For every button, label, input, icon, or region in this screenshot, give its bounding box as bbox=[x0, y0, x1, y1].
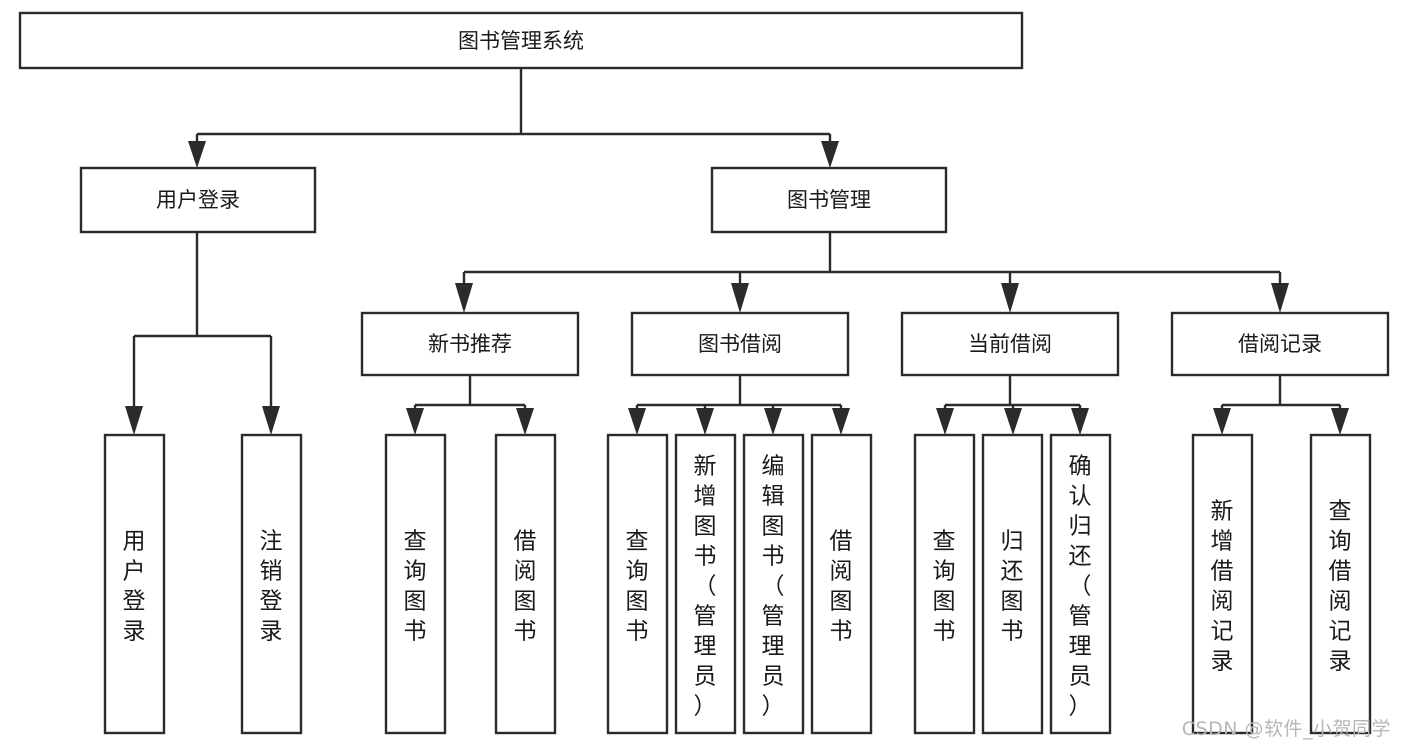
node-new-book-recommend-label: 新书推荐 bbox=[428, 332, 512, 356]
leaf-node[interactable]: 查询图书 bbox=[913, 433, 976, 735]
node-user-login[interactable]: 用户登录 bbox=[79, 166, 317, 234]
leaf-logout-label: 注销登录 bbox=[260, 528, 283, 644]
node-book-manage-label: 图书管理 bbox=[787, 188, 871, 212]
arrow-bb-leaf-2 bbox=[696, 408, 714, 435]
leaf-user-login-box[interactable] bbox=[103, 433, 166, 735]
leaf-bb-edit-book-box[interactable] bbox=[742, 433, 805, 735]
arrow-to-current-borrow bbox=[1001, 283, 1019, 313]
leaf-cb-return-book-box[interactable] bbox=[981, 433, 1044, 735]
leaf-node[interactable]: 编辑图书（管理员） bbox=[742, 433, 805, 735]
leaf-br-add-record-box[interactable] bbox=[1191, 433, 1254, 735]
node-new-book-recommend-box[interactable] bbox=[360, 311, 580, 377]
arrow-cb-leaf-1 bbox=[936, 408, 954, 435]
leaf-logout-box[interactable] bbox=[240, 433, 303, 735]
node-book-manage-box[interactable] bbox=[710, 166, 948, 234]
leaf-nb-borrow-book-label: 借阅图书 bbox=[514, 528, 537, 644]
arrow-cb-leaf-2 bbox=[1004, 408, 1022, 435]
node-borrow-record-box[interactable] bbox=[1170, 311, 1390, 377]
leaf-cb-query-book-label: 查询图书 bbox=[933, 528, 956, 644]
leaf-node[interactable]: 新增借阅记录 bbox=[1191, 433, 1254, 735]
leaf-bb-query-book-box[interactable] bbox=[606, 433, 669, 735]
arrow-cb-leaf-3 bbox=[1071, 408, 1089, 435]
leaf-bb-edit-book-label: 编辑图书（管理员） bbox=[762, 453, 785, 719]
node-current-borrow[interactable]: 当前借阅 bbox=[900, 311, 1120, 377]
arrow-to-book-borrow bbox=[731, 283, 749, 313]
leaf-node[interactable]: 注销登录 bbox=[240, 433, 303, 735]
leaf-bb-borrow-book-box[interactable] bbox=[810, 433, 873, 735]
node-root[interactable]: 图书管理系统 bbox=[18, 11, 1024, 70]
leaf-cb-confirm-return-box[interactable] bbox=[1049, 433, 1112, 735]
arrow-to-new-book bbox=[455, 283, 473, 313]
leaf-nb-query-book-label: 查询图书 bbox=[404, 528, 427, 644]
leaf-cb-return-book-label: 归还图书 bbox=[1001, 528, 1024, 644]
node-book-borrow[interactable]: 图书借阅 bbox=[630, 311, 850, 377]
leaf-br-query-record-label: 查询借阅记录 bbox=[1329, 498, 1352, 674]
leaf-node[interactable]: 归还图书 bbox=[981, 433, 1044, 735]
leaf-nb-borrow-book-box[interactable] bbox=[494, 433, 557, 735]
node-borrow-record[interactable]: 借阅记录 bbox=[1170, 311, 1390, 377]
node-book-manage[interactable]: 图书管理 bbox=[710, 166, 948, 234]
arrow-to-user-login bbox=[188, 141, 206, 168]
node-current-borrow-box[interactable] bbox=[900, 311, 1120, 377]
arrow-bb-leaf-1 bbox=[628, 408, 646, 435]
leaf-node[interactable]: 查询借阅记录 bbox=[1309, 433, 1372, 735]
arrow-bb-leaf-4 bbox=[832, 408, 850, 435]
arrow-nb-leaf-1 bbox=[406, 408, 424, 435]
arrow-nb-leaf-2 bbox=[516, 408, 534, 435]
csdn-watermark: CSDN @软件_小贺同学 bbox=[1181, 718, 1391, 740]
leaf-node[interactable]: 确认归还（管理员） bbox=[1049, 433, 1112, 735]
leaf-bb-add-book-label: 新增图书（管理员） bbox=[694, 453, 717, 719]
arrow-to-leaf-user-login bbox=[125, 406, 143, 435]
node-book-borrow-label: 图书借阅 bbox=[698, 332, 782, 356]
node-root-label: 图书管理系统 bbox=[458, 29, 584, 53]
leaf-node[interactable]: 借阅图书 bbox=[494, 433, 557, 735]
leaf-node[interactable]: 查询图书 bbox=[606, 433, 669, 735]
arrow-to-borrow-record bbox=[1271, 283, 1289, 313]
leaf-bb-borrow-book-label: 借阅图书 bbox=[830, 528, 853, 644]
leaf-node[interactable]: 借阅图书 bbox=[810, 433, 873, 735]
node-borrow-record-label: 借阅记录 bbox=[1238, 332, 1322, 356]
node-book-borrow-box[interactable] bbox=[630, 311, 850, 377]
leaf-br-add-record-label: 新增借阅记录 bbox=[1211, 498, 1234, 674]
leaf-node[interactable]: 查询图书 bbox=[384, 433, 447, 735]
leaf-nb-query-book-box[interactable] bbox=[384, 433, 447, 735]
node-user-login-box[interactable] bbox=[79, 166, 317, 234]
connector-layer bbox=[125, 68, 1349, 435]
node-current-borrow-label: 当前借阅 bbox=[968, 332, 1052, 356]
leaf-bb-add-book-box[interactable] bbox=[674, 433, 737, 735]
leaf-node[interactable]: 用户登录 bbox=[103, 433, 166, 735]
leaf-br-query-record-box[interactable] bbox=[1309, 433, 1372, 735]
leaf-node[interactable]: 新增图书（管理员） bbox=[674, 433, 737, 735]
arrow-to-book-manage bbox=[821, 141, 839, 168]
leaf-cb-confirm-return-label: 确认归还（管理员） bbox=[1069, 453, 1092, 719]
leaf-bb-query-book-label: 查询图书 bbox=[626, 528, 649, 644]
arrow-br-leaf-2 bbox=[1331, 408, 1349, 435]
node-new-book-recommend[interactable]: 新书推荐 bbox=[360, 311, 580, 377]
arrow-br-leaf-1 bbox=[1213, 408, 1231, 435]
leaf-cb-query-book-box[interactable] bbox=[913, 433, 976, 735]
arrow-bb-leaf-3 bbox=[764, 408, 782, 435]
node-user-login-label: 用户登录 bbox=[156, 188, 240, 212]
arrow-to-leaf-logout bbox=[262, 406, 280, 435]
node-root-box[interactable] bbox=[18, 11, 1024, 70]
leaf-user-login-label: 用户登录 bbox=[123, 528, 146, 644]
